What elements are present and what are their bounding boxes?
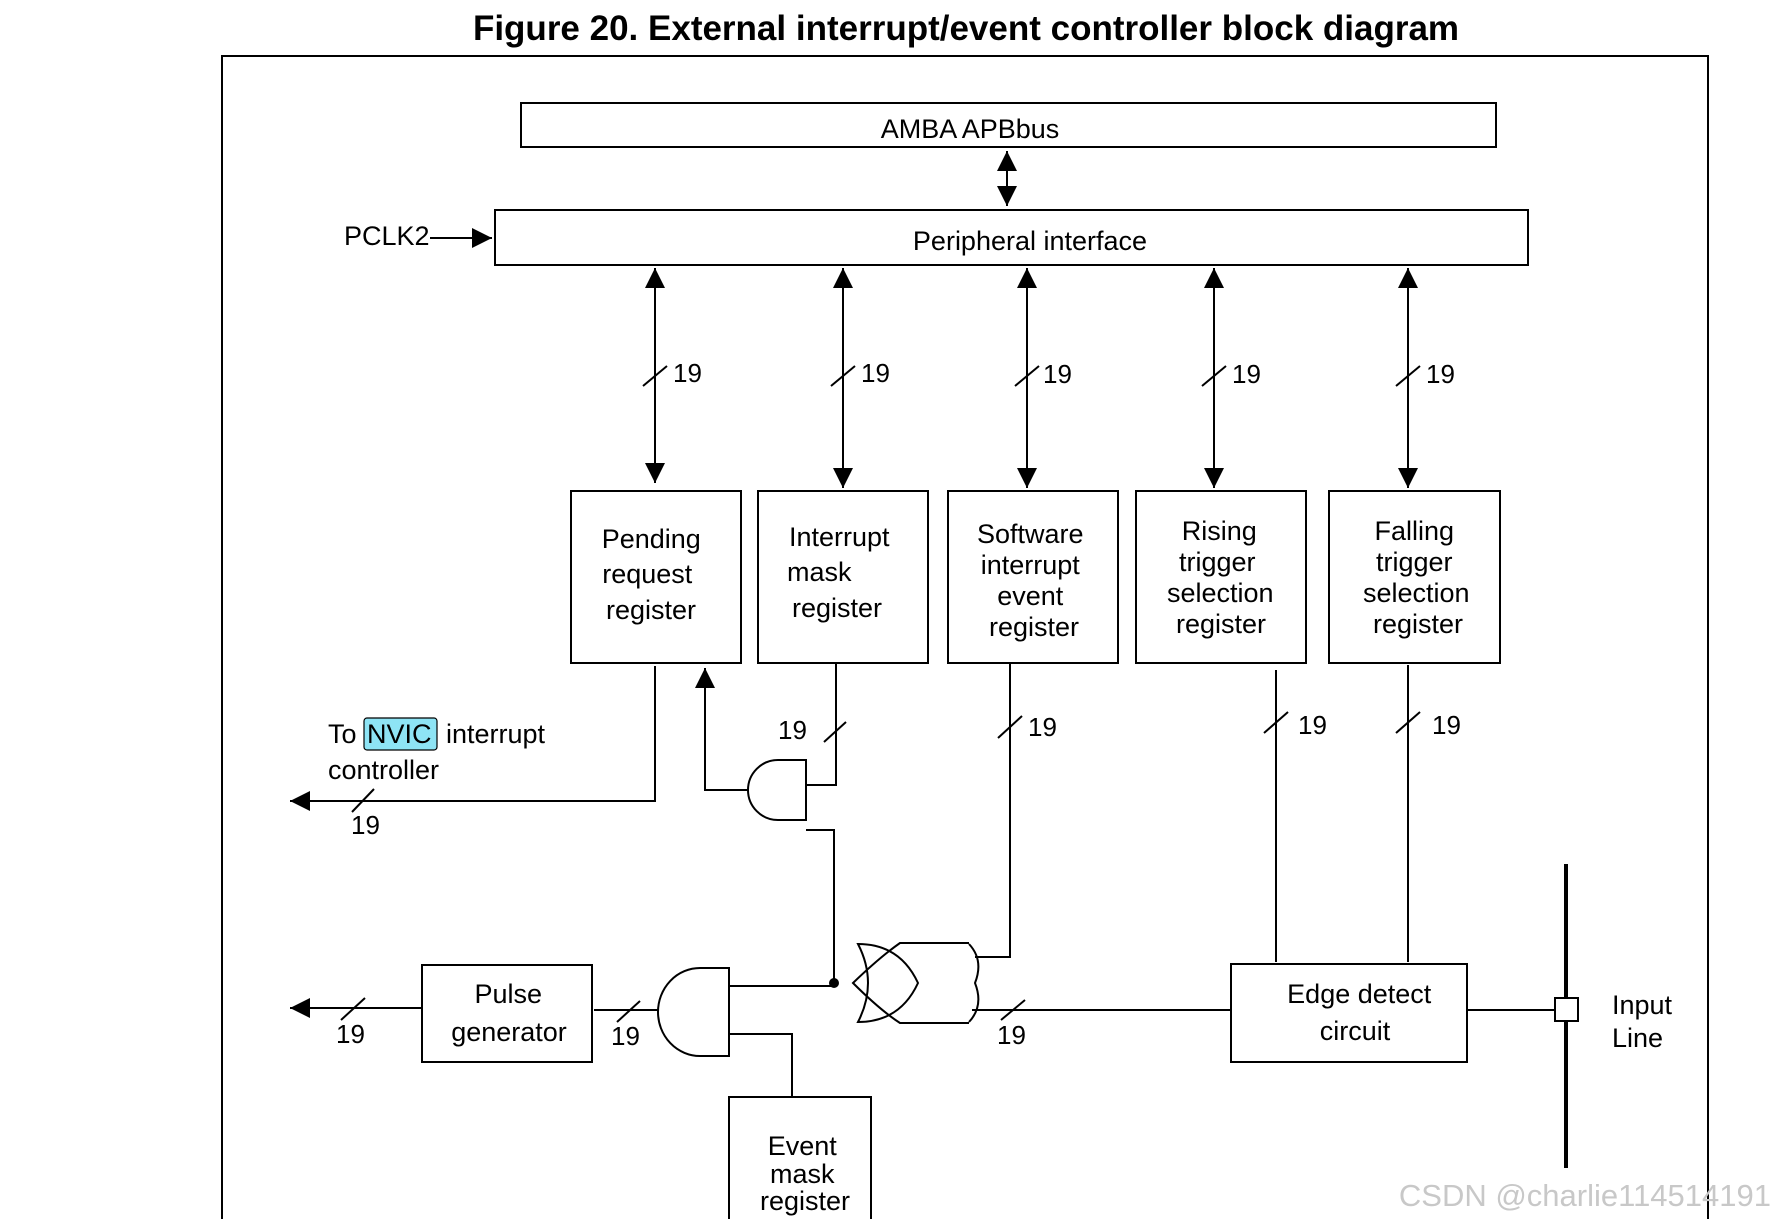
bus-width-label: 19 (778, 715, 807, 745)
swier-to-or-wire (975, 663, 1011, 958)
nvic-output-wire (290, 666, 656, 811)
bus-width-label: 19 (1298, 710, 1327, 740)
and-to-pending-wire (695, 668, 748, 791)
bus-width-slash (830, 365, 856, 387)
bus-width-label: 19 (861, 358, 890, 388)
or-gate-shape (851, 941, 970, 1024)
rising-trigger-selection-register-label: Rising trigger selection register (1167, 516, 1281, 639)
bus-width-label: 19 (673, 358, 702, 388)
bus-width-slash (997, 715, 1023, 739)
pending-request-register-block (570, 490, 742, 664)
diagram-frame (221, 55, 1709, 1219)
bus-width-label: 19 (997, 1020, 1026, 1050)
bus-width-slash (1263, 711, 1289, 734)
pulse-generator-label: Pulse generator (451, 979, 567, 1047)
bus-width-label: 19 (1426, 359, 1455, 389)
bus-width-label: 19 (1432, 710, 1461, 740)
bus-width-label: 19 (351, 810, 380, 840)
or-gate-input-arc (968, 943, 980, 1023)
bus-width-slash (1395, 711, 1421, 734)
bus-width-slash (642, 365, 668, 387)
bus-width-slash (1201, 365, 1227, 387)
bus-width-slash (1000, 999, 1026, 1021)
amba-apb-bus-block (520, 102, 1497, 148)
bus-width-label: 19 (1043, 359, 1072, 389)
interrupt-and-gate (747, 759, 807, 821)
edge-detect-circuit-block (1230, 963, 1468, 1063)
falling-trigger-selection-register-label: Falling trigger selection register (1363, 516, 1477, 639)
peripheral-interface-label: Peripheral interface (913, 226, 1147, 256)
bus-width-label: 19 (611, 1021, 640, 1051)
bus-width-label: 19 (1232, 359, 1261, 389)
event-mask-to-and-wire (729, 1033, 793, 1097)
interrupt-mask-register-label: Interrupt mask register (787, 522, 897, 623)
falling-trigger-selection-register-block (1328, 490, 1501, 664)
rising-trigger-selection-register-block (1135, 490, 1307, 664)
or-gate (856, 942, 920, 1024)
nvic-controller-label: controller (328, 755, 439, 785)
nvic-label: To NVIC interrupt (328, 719, 546, 749)
event-mask-register-label: Event mask register (760, 1131, 850, 1216)
pulse-generator-block (421, 964, 593, 1063)
bus-width-label: 19 (1028, 712, 1057, 742)
input-line-pin (1554, 997, 1579, 1022)
bus-width-slash (823, 721, 847, 743)
bus-width-label: 19 (336, 1019, 365, 1049)
event-and-gate (657, 967, 730, 1057)
pending-request-register-label: Pending request register (602, 524, 709, 625)
amba-apb-bus-label: AMBA APBbus (881, 114, 1060, 144)
pclk2-label: PCLK2 (344, 221, 430, 251)
bus-width-slash (351, 788, 375, 813)
peripheral-interface-block (494, 209, 1529, 266)
bus-width-slash (1014, 365, 1040, 387)
edge-detect-circuit-label: Edge detect circuit (1287, 979, 1439, 1046)
software-interrupt-event-register-label: Software interrupt event register (977, 519, 1091, 642)
bus-width-slash (340, 997, 366, 1021)
bus-width-slash (616, 1000, 641, 1023)
or-to-and-wire (806, 829, 835, 983)
input-line-label: Input Line (1612, 990, 1680, 1053)
event-mask-register-block (728, 1096, 872, 1219)
figure-title: Figure 20. External interrupt/event cont… (473, 9, 1459, 48)
nvic-highlight (363, 717, 438, 751)
watermark: CSDN @charlie114514191 (1399, 1178, 1771, 1213)
interrupt-mask-register-block (757, 490, 929, 664)
bus-width-slash (1395, 365, 1421, 387)
software-interrupt-event-register-block (947, 490, 1119, 664)
imask-to-and-wire (806, 663, 837, 786)
